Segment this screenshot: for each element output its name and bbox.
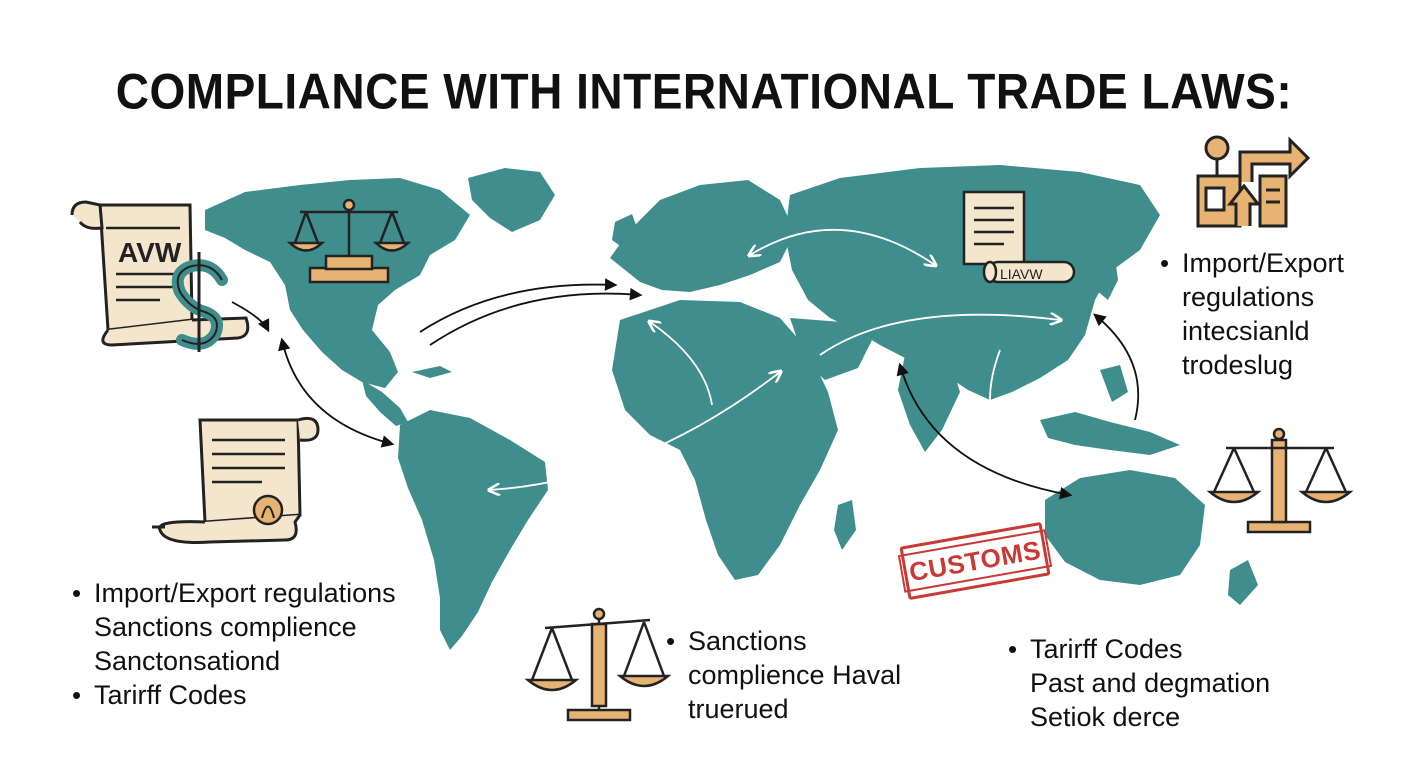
asia	[785, 165, 1160, 400]
arrow-asia-pacific	[1093, 313, 1140, 421]
bottom-center-item-2: truerued	[688, 694, 789, 724]
arrow-scroll-map	[231, 301, 270, 333]
india	[898, 355, 960, 452]
scroll-label-liavw: LIAVW	[1000, 266, 1043, 282]
top-right-list: Import/Export regulations intecsianld tr…	[1160, 246, 1344, 382]
bottom-center-item-1: complience Haval	[688, 660, 902, 690]
bottom-center-item-0: Sanctions	[666, 624, 901, 658]
top-right-item-3: trodeslug	[1182, 350, 1294, 380]
bottom-left-item-3: Tarirff Codes	[72, 678, 396, 712]
new-zealand	[1228, 560, 1258, 605]
arrow-india-australia	[896, 362, 1073, 500]
bottom-left-list: Import/Export regulations Sanctions comp…	[72, 576, 396, 712]
certificate-scroll-icon	[152, 416, 320, 544]
white-trade-arrows	[490, 228, 1060, 490]
bottom-center-list: Sanctions complience Haval truerued	[666, 624, 902, 726]
bottom-left-item-1: Sanctions complience	[94, 612, 357, 642]
madagascar	[834, 500, 856, 550]
bottom-left-item-2: Sanctonsationd	[94, 646, 281, 676]
scales-icon-north-america	[286, 198, 412, 284]
arrow-na-europe-1	[419, 278, 618, 333]
document-icon	[962, 190, 1076, 284]
south-america	[398, 410, 548, 650]
dollar-icon	[171, 252, 228, 352]
scales-icon-bottom-center	[524, 607, 672, 722]
scroll-label-avw: AVW	[118, 237, 182, 268]
bottom-right-list: Tarirff Codes Past and degmation Setiok …	[1008, 632, 1271, 734]
black-trade-arrows	[231, 278, 1140, 500]
top-right-item-2: intecsianld	[1182, 316, 1310, 346]
australia	[1045, 470, 1205, 585]
bottom-right-item-1: Past and degmation	[1030, 668, 1271, 698]
arrow-na-europe-2	[429, 287, 643, 346]
page-title: COMPLIANCE WITH INTERNATIONAL TRADE LAWS…	[115, 62, 1293, 120]
bottom-left-item-0: Import/Export regulations	[72, 576, 396, 610]
white-arrow-atlantic-south	[490, 372, 780, 490]
white-arrow-mideast	[819, 315, 1060, 356]
japan	[1096, 250, 1118, 300]
greenland	[468, 168, 555, 232]
scales-icon-right	[1206, 427, 1354, 534]
white-arrow-europe-asia	[750, 228, 935, 265]
uk	[612, 214, 640, 250]
top-right-item-1: regulations	[1182, 282, 1315, 312]
philippines	[1100, 365, 1128, 402]
bottom-right-item-0: Tarirff Codes	[1008, 632, 1270, 666]
southeast-asia	[1040, 412, 1180, 455]
bottom-right-item-2: Setiok derce	[1030, 702, 1181, 732]
law-scroll-icon	[70, 200, 250, 347]
caribbean	[412, 366, 452, 378]
arrow-scroll-southamerica	[278, 337, 395, 448]
trade-growth-icon	[1196, 135, 1311, 228]
top-right-item-0: Import/Export	[1160, 246, 1344, 280]
